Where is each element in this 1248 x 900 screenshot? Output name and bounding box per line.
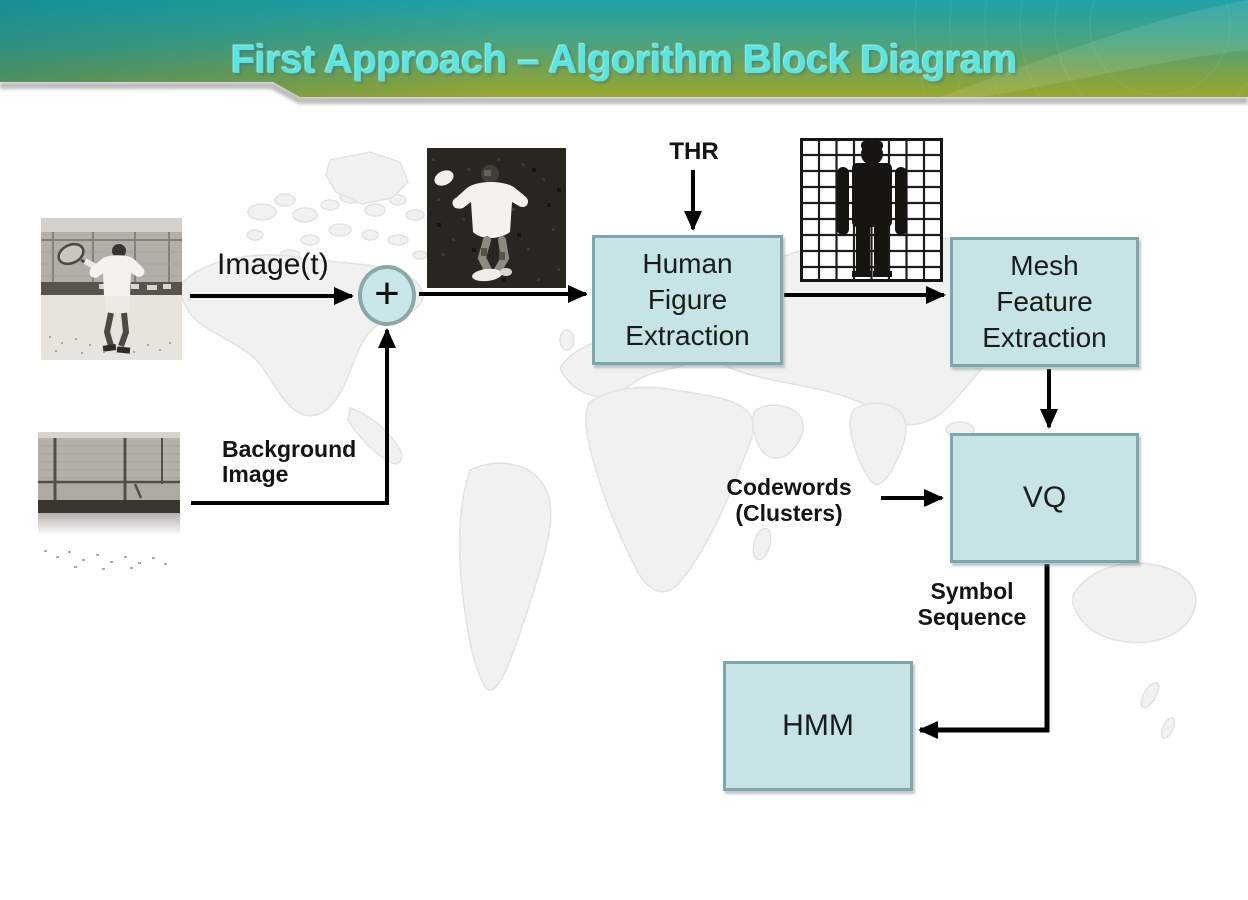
background-court-photo (38, 432, 180, 577)
binary-silhouette-image (427, 148, 566, 288)
hmm-label: HMM (782, 709, 854, 742)
thr-label: THR (669, 138, 719, 165)
symbol-sequence-label-line1: Symbol (930, 578, 1014, 604)
mfe-line1: Mesh (1010, 250, 1079, 281)
hmm-block: HMM (723, 661, 913, 791)
hfe-line3: Extraction (625, 320, 750, 351)
mfe-line2: Feature (996, 286, 1093, 317)
mfe-line3: Extraction (982, 322, 1107, 353)
symbol-sequence-label: Symbol Sequence (890, 578, 1054, 630)
header-swirls (914, 0, 1248, 97)
arrow-background-to-sum (191, 328, 396, 505)
sum-junction: + (358, 265, 416, 326)
hfe-line1: Human (642, 248, 733, 279)
human-figure-extraction-block: Human Figure Extraction (592, 235, 783, 365)
vq-block: VQ (950, 433, 1139, 563)
tennis-player-photo (41, 218, 182, 360)
image-t-label: Image(t) (217, 248, 329, 281)
vq-label: VQ (1022, 481, 1067, 514)
hfe-line2: Figure (647, 284, 728, 315)
codewords-label: Codewords (Clusters) (704, 474, 874, 526)
codewords-label-line1: Codewords (726, 474, 852, 500)
binary-figure (452, 165, 529, 282)
background-image-label-line1: Background (222, 436, 357, 462)
mesh-feature-extraction-block: Mesh Feature Extraction (950, 237, 1139, 367)
plus-symbol: + (374, 269, 400, 318)
mesh-human-figure (837, 141, 907, 277)
tennis-player-image (41, 218, 182, 360)
header-banner (0, 0, 1248, 104)
arrow-vq-to-hmm (918, 564, 1050, 739)
background-image-label-line2: Image (222, 461, 289, 487)
mesh-grid-human (800, 138, 943, 282)
header-shadow (0, 82, 1248, 104)
mesh-grid-image (800, 138, 943, 282)
background-image-label: Background Image (222, 437, 356, 487)
binary-human-silhouette (427, 148, 566, 288)
tennis-player-figure (57, 242, 145, 354)
background-court-image (38, 432, 180, 570)
codewords-label-line2: (Clusters) (735, 500, 843, 526)
symbol-sequence-label-line2: Sequence (917, 604, 1027, 630)
page-title: First Approach – Algorithm Block Diagram (230, 38, 1018, 82)
